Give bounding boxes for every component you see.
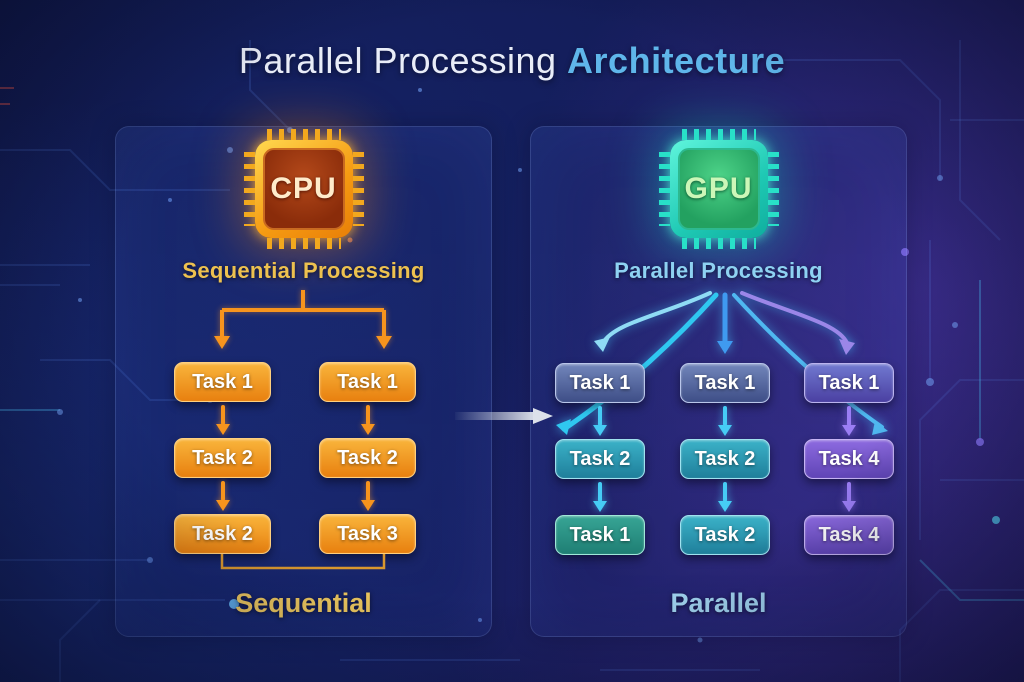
arrow-shaft bbox=[455, 412, 535, 420]
sequential-to-parallel-arrow-icon bbox=[455, 408, 555, 424]
parallel-caption: Parallel bbox=[670, 588, 767, 618]
task-box: Task 2 bbox=[680, 515, 770, 555]
task-box: Task 1 bbox=[319, 362, 416, 402]
chip-pins bbox=[352, 152, 364, 226]
chip-pins bbox=[681, 129, 756, 140]
task-box: Task 4 bbox=[804, 515, 894, 555]
task-box: Task 2 bbox=[555, 439, 645, 479]
down-arrow-icon bbox=[718, 406, 732, 436]
task-box: Task 2 bbox=[174, 438, 271, 478]
task-box: Task 1 bbox=[680, 363, 770, 403]
down-arrow-icon bbox=[593, 406, 607, 436]
chip-pins bbox=[243, 152, 255, 226]
task-box: Task 4 bbox=[804, 439, 894, 479]
down-arrow-icon bbox=[360, 481, 375, 511]
parallel-processing-label: Parallel Processing bbox=[614, 258, 823, 283]
chip-pins bbox=[266, 129, 341, 140]
cpu-chip-icon: CPU bbox=[243, 129, 364, 249]
parallel-column-1: Task 1 Task 2 Task 1 bbox=[555, 363, 645, 555]
down-arrow-icon bbox=[593, 482, 607, 512]
page-title-accent: Architecture bbox=[567, 40, 786, 81]
down-arrow-icon bbox=[842, 406, 856, 436]
cpu-chip-wrap: CPU bbox=[115, 129, 492, 249]
task-box: Task 2 bbox=[319, 438, 416, 478]
sequential-processing-label: Sequential Processing bbox=[182, 258, 425, 283]
task-box: Task 1 bbox=[555, 515, 645, 555]
parallel-column-3: Task 1 Task 4 Task 4 bbox=[804, 363, 894, 555]
gpu-chip-label: GPU bbox=[677, 148, 760, 230]
down-arrow-icon bbox=[718, 482, 732, 512]
task-box: Task 2 bbox=[680, 439, 770, 479]
down-arrow-icon bbox=[360, 405, 375, 435]
sequential-caption: Sequential bbox=[235, 588, 372, 618]
gpu-chip-wrap: GPU bbox=[530, 129, 907, 249]
sequential-column-2: Task 1 Task 2 Task 3 bbox=[319, 362, 416, 554]
task-box: Task 1 bbox=[555, 363, 645, 403]
chip-pins bbox=[767, 152, 779, 226]
parallel-column-2: Task 1 Task 2 Task 2 bbox=[680, 363, 770, 555]
arrow-head bbox=[533, 408, 553, 424]
down-arrow-icon bbox=[215, 481, 230, 511]
cpu-chip-label: CPU bbox=[262, 148, 345, 230]
task-box: Task 3 bbox=[319, 514, 416, 554]
sequential-column-1: Task 1 Task 2 Task 2 bbox=[174, 362, 271, 554]
gpu-chip-icon: GPU bbox=[658, 129, 779, 249]
task-box: Task 1 bbox=[804, 363, 894, 403]
chip-pins bbox=[266, 238, 341, 249]
down-arrow-icon bbox=[842, 482, 856, 512]
page-title: Parallel Processing Architecture bbox=[0, 40, 1024, 82]
page-title-main: Parallel Processing bbox=[238, 40, 568, 81]
chip-pins bbox=[658, 152, 670, 226]
task-box: Task 1 bbox=[174, 362, 271, 402]
chip-pins bbox=[681, 238, 756, 249]
task-box: Task 2 bbox=[174, 514, 271, 554]
down-arrow-icon bbox=[215, 405, 230, 435]
